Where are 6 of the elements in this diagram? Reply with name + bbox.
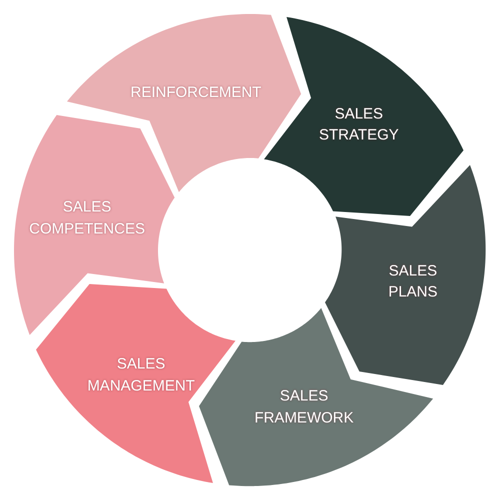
segment-label: SALES COMPETENCES <box>28 198 146 240</box>
segment-label: SALES STRATEGY <box>318 104 400 146</box>
segment-label: SALES FRAMEWORK <box>253 386 355 428</box>
segment-label: REINFORCEMENT <box>130 83 262 104</box>
segment-label: SALES PLANS <box>387 260 439 303</box>
segment-label: SALES MANAGEMENT <box>86 354 196 396</box>
